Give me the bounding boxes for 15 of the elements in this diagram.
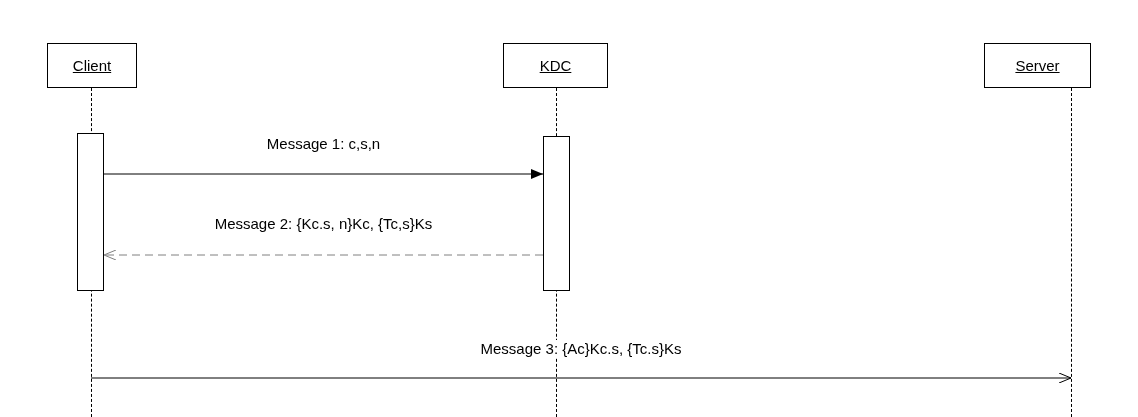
message-arrow <box>90 372 1072 384</box>
participant-name: Server <box>1015 57 1060 74</box>
participant-box <box>984 43 1091 88</box>
participant-name: KDC <box>539 57 572 74</box>
message-label: Message 2: {Kc.s, n}Kc, {Tc,s}Ks <box>214 215 433 232</box>
message-arrow <box>103 249 544 261</box>
participant-box <box>503 43 608 88</box>
activation-bar <box>543 136 570 291</box>
lifeline <box>1071 88 1072 417</box>
participant-box <box>47 43 137 88</box>
message-arrow <box>103 169 544 179</box>
lifeline <box>91 88 92 417</box>
participant-name: Client <box>72 57 112 74</box>
message-label: Message 3: {Ac}Kc.s, {Tc.s}Ks <box>480 340 682 357</box>
activation-bar <box>77 133 104 291</box>
